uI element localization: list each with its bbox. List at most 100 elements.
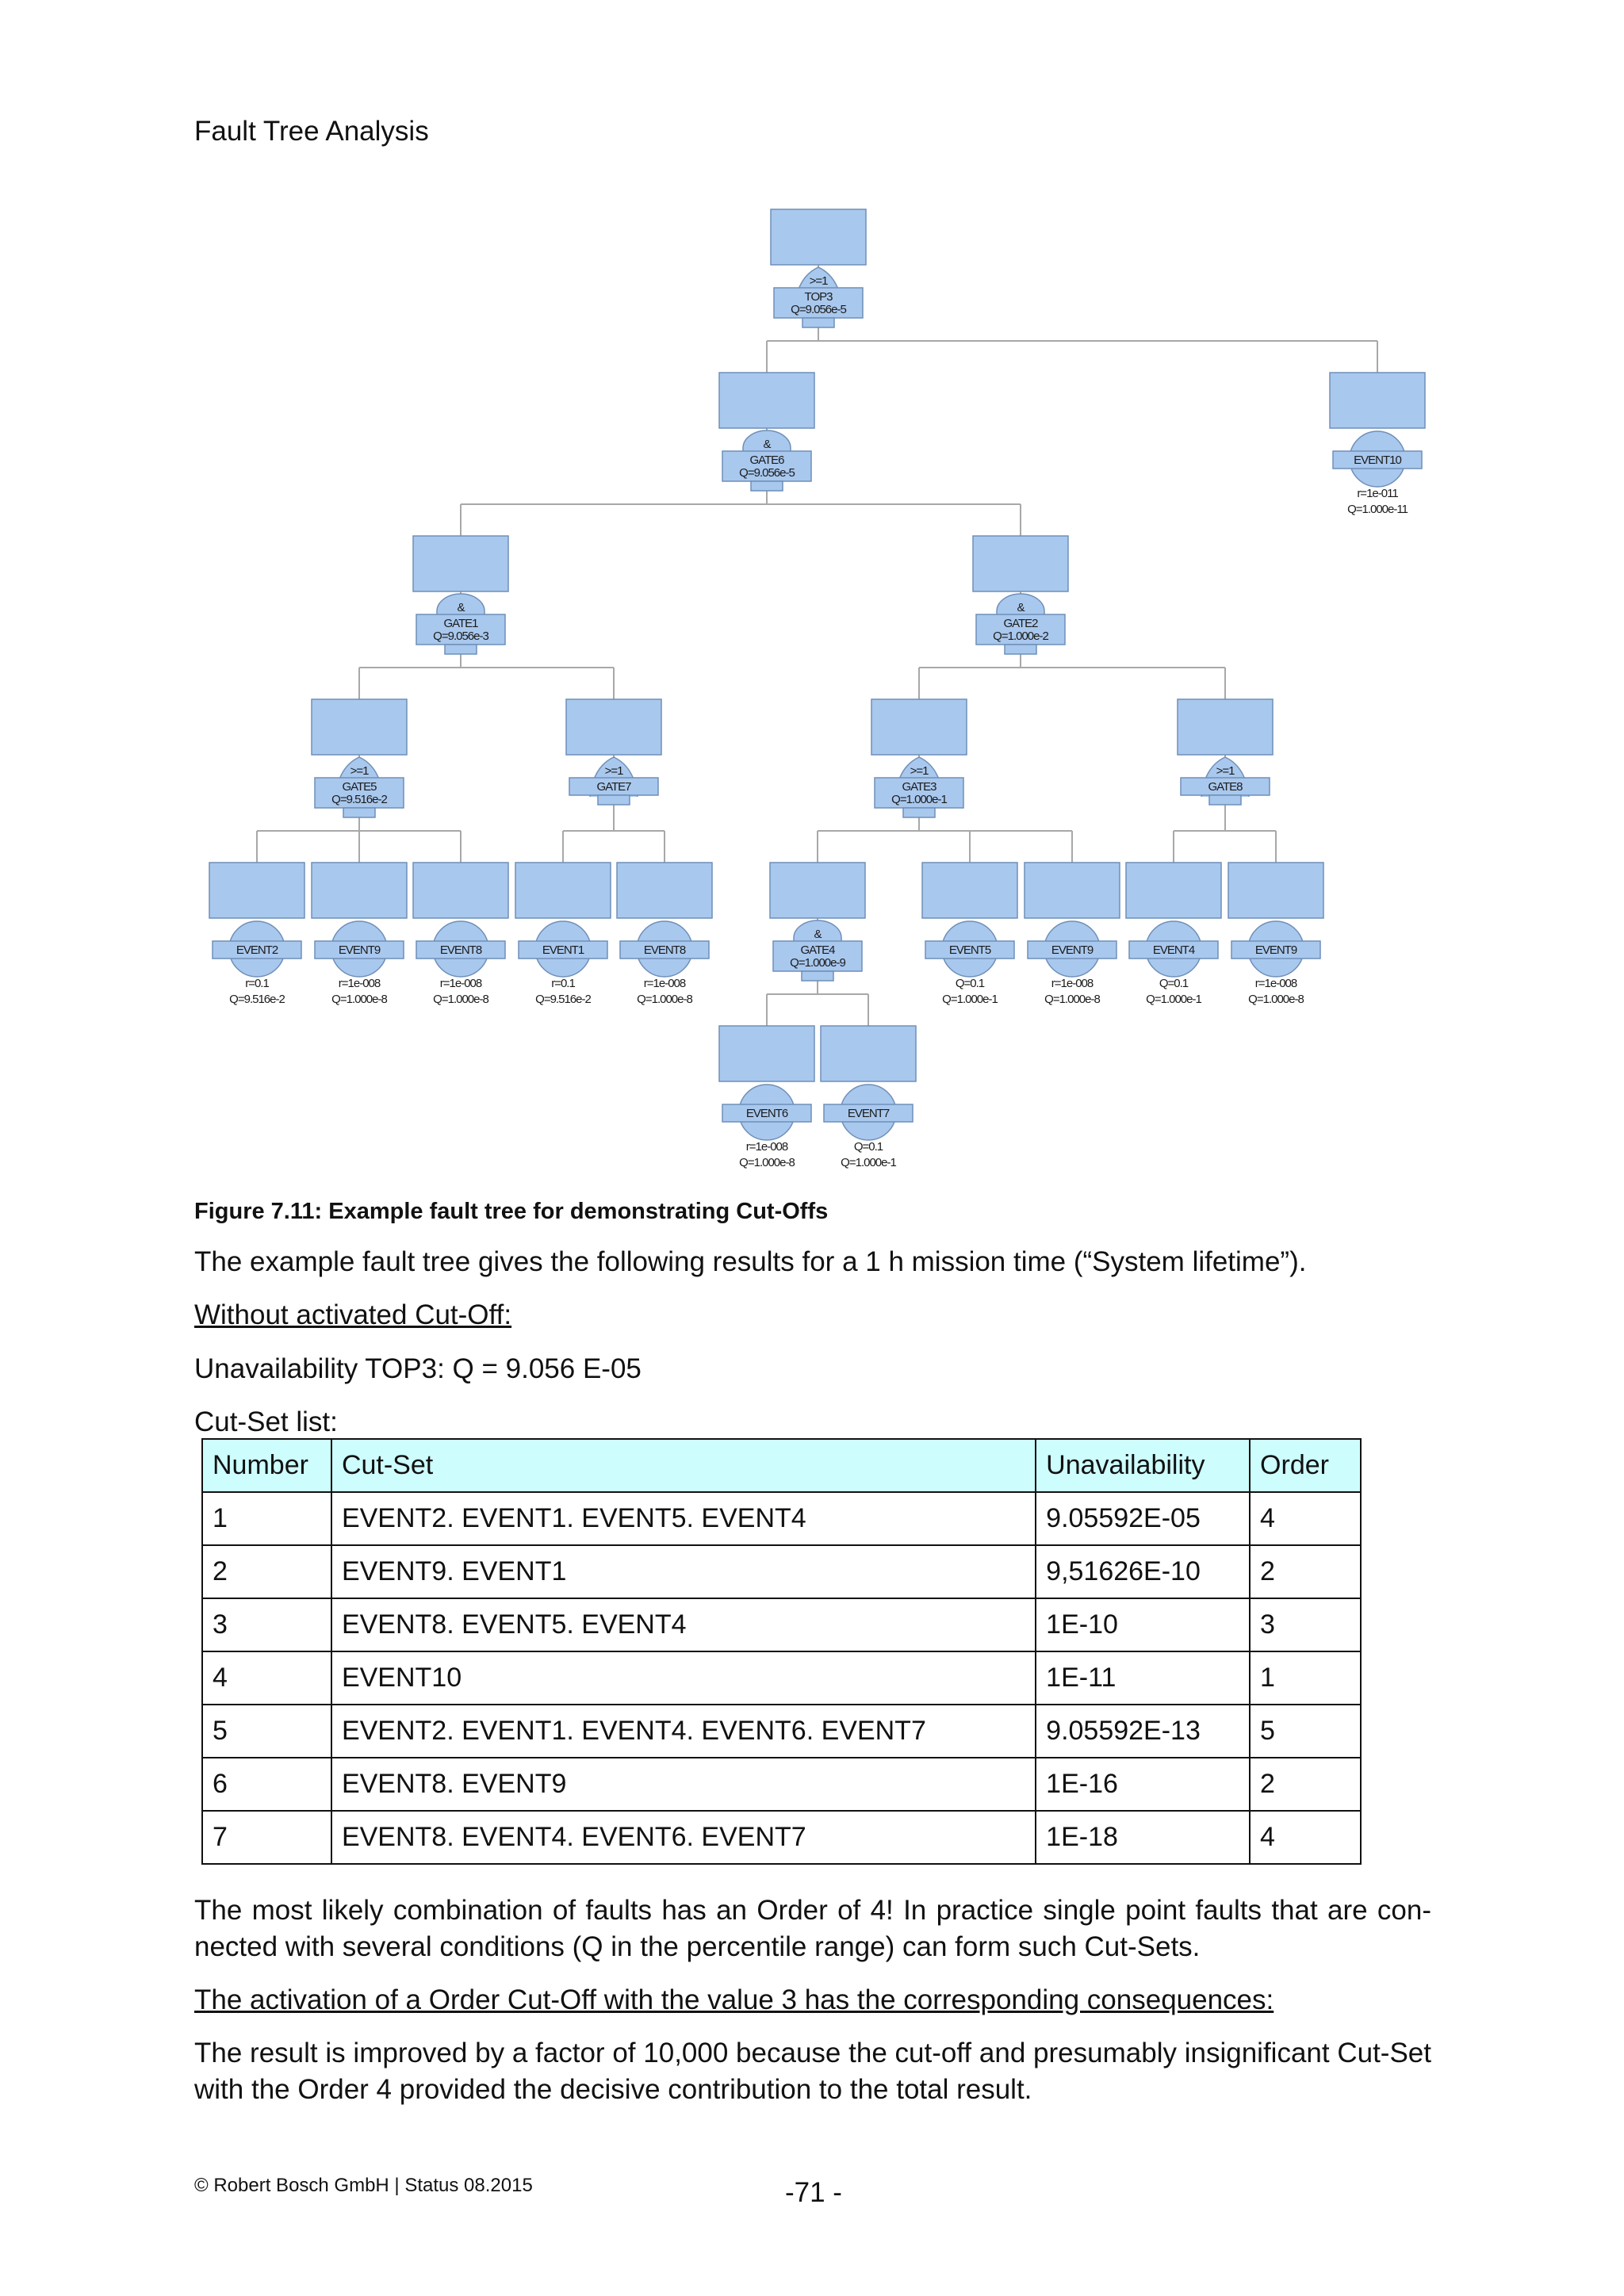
table-cell: 9,51626E-10 xyxy=(1035,1544,1251,1599)
table-cell: EVENT2. EVENT1. EVENT4. EVENT6. EVENT7 xyxy=(330,1704,1037,1758)
event-label-box xyxy=(823,1104,914,1123)
table-cell: 2 xyxy=(201,1544,332,1599)
event-label-box xyxy=(314,940,404,959)
table-row: 4 EVENT10 1E-11 1 xyxy=(201,1651,1362,1705)
event-value: r=0.1 xyxy=(245,977,269,990)
event-label-box xyxy=(1332,450,1423,469)
node-description-box xyxy=(412,862,509,919)
node-description-box xyxy=(209,862,305,919)
event-label: EVENT2 xyxy=(236,943,278,957)
gate-label-box xyxy=(416,614,506,645)
event-label: EVENT5 xyxy=(949,943,991,957)
table-cell: 3 xyxy=(201,1598,332,1652)
gate-label: GATE7 xyxy=(596,780,631,794)
event-value: Q=1.000e-8 xyxy=(433,993,488,1006)
event-label: EVENT1 xyxy=(542,943,584,957)
gate-output-tab xyxy=(801,970,834,982)
without-cutoff-heading: Without activated Cut-Off: xyxy=(194,1299,512,1330)
table-cell: 4 xyxy=(1249,1491,1362,1546)
event-value: r=1e-011 xyxy=(1357,487,1398,500)
node-description-box xyxy=(820,1025,917,1082)
table-cell: 7 xyxy=(201,1810,332,1865)
event-label-box xyxy=(722,1104,812,1123)
event-label: EVENT10 xyxy=(1354,453,1401,467)
node-description-box xyxy=(718,372,815,429)
table-cell: 5 xyxy=(201,1704,332,1758)
gate-label: TOP3 xyxy=(805,290,833,304)
table-cell: 1E-10 xyxy=(1035,1598,1251,1652)
gate-label: GATE1 xyxy=(443,617,478,630)
gate-output-tab xyxy=(597,794,630,806)
gate-label-box xyxy=(975,614,1066,645)
gate-output-tab xyxy=(1004,644,1037,655)
gate-symbol: & xyxy=(457,601,465,614)
event-label: EVENT8 xyxy=(440,943,482,957)
event-value: Q=9.516e-2 xyxy=(229,993,285,1006)
gate-label-box xyxy=(314,777,404,809)
gate-label: GATE3 xyxy=(902,780,936,794)
event-label-box xyxy=(1027,940,1117,959)
gate-label: GATE6 xyxy=(749,453,784,467)
cutset-table: Number Cut-Set Unavailability Order 1 EV… xyxy=(201,1438,1362,1865)
event-value: Q=0.1 xyxy=(956,977,985,990)
table-cell: 1 xyxy=(201,1491,332,1546)
event-label-box xyxy=(619,940,710,959)
gate-value: Q=1.000e-9 xyxy=(790,956,845,970)
node-description-box xyxy=(616,862,713,919)
table-row: 1 EVENT2. EVENT1. EVENT5. EVENT4 9.05592… xyxy=(201,1491,1362,1546)
node-description-box xyxy=(770,209,867,266)
event-value: Q=0.1 xyxy=(1159,977,1189,990)
gate-symbol: >=1 xyxy=(605,764,624,778)
gate-symbol: >=1 xyxy=(910,764,929,778)
column-header: Order xyxy=(1249,1438,1362,1493)
gate-value: Q=9.516e-2 xyxy=(331,793,387,806)
node-description-box xyxy=(718,1025,815,1082)
table-cell: 1E-18 xyxy=(1035,1810,1251,1865)
gate-label-box xyxy=(773,287,864,319)
gate-label: GATE5 xyxy=(342,780,377,794)
column-header: Unavailability xyxy=(1035,1438,1251,1493)
table-cell: 4 xyxy=(1249,1810,1362,1865)
unavailability-line: Unavailability TOP3: Q = 9.056 E-05 xyxy=(194,1353,642,1384)
gate-label: GATE2 xyxy=(1003,617,1038,630)
gate-output-tab xyxy=(802,317,835,328)
basic-event-node: EVENT2 r=0.1Q=9.516e-2 xyxy=(209,862,305,1006)
table-row: 5 EVENT2. EVENT1. EVENT4. EVENT6. EVENT7… xyxy=(201,1704,1362,1758)
node-description-box xyxy=(871,698,967,756)
gate-value: Q=1.000e-1 xyxy=(891,793,947,806)
table-cell: 2 xyxy=(1249,1544,1362,1599)
event-value: r=1e-008 xyxy=(1255,977,1297,990)
event-value: r=1e-008 xyxy=(746,1140,788,1154)
gate-symbol: >=1 xyxy=(350,764,370,778)
event-value: Q=1.000e-8 xyxy=(637,993,692,1006)
column-header: Cut-Set xyxy=(330,1438,1037,1493)
table-cell: 6 xyxy=(201,1757,332,1812)
event-label-box xyxy=(518,940,608,959)
fault-tree-diagram: >=1TOP3Q=9.056e-5&GATE6Q=9.056e-5EVENT10… xyxy=(209,209,1426,1169)
column-header: Number xyxy=(201,1438,332,1493)
table-cell: 3 xyxy=(1249,1598,1362,1652)
event-value: Q=0.1 xyxy=(854,1140,883,1154)
gate-symbol: >=1 xyxy=(810,274,829,288)
node-description-box xyxy=(311,698,408,756)
gate-output-tab xyxy=(444,644,477,655)
table-header-row: Number Cut-Set Unavailability Order xyxy=(201,1438,1362,1493)
gate-output-tab xyxy=(902,807,936,818)
event-label-box xyxy=(1128,940,1219,959)
activation-heading: The activation of a Order Cut-Off with t… xyxy=(194,1984,1274,2015)
event-label: EVENT4 xyxy=(1153,943,1195,957)
table-cell: 4 xyxy=(201,1651,332,1705)
event-value: Q=1.000e-8 xyxy=(1044,993,1100,1006)
table-cell: EVENT8. EVENT9 xyxy=(330,1757,1037,1812)
node-description-box xyxy=(1125,862,1222,919)
table-cell: EVENT8. EVENT4. EVENT6. EVENT7 xyxy=(330,1810,1037,1865)
table-cell: EVENT8. EVENT5. EVENT4 xyxy=(330,1598,1037,1652)
event-value: r=1e-008 xyxy=(1051,977,1094,990)
event-label-box xyxy=(1231,940,1321,959)
